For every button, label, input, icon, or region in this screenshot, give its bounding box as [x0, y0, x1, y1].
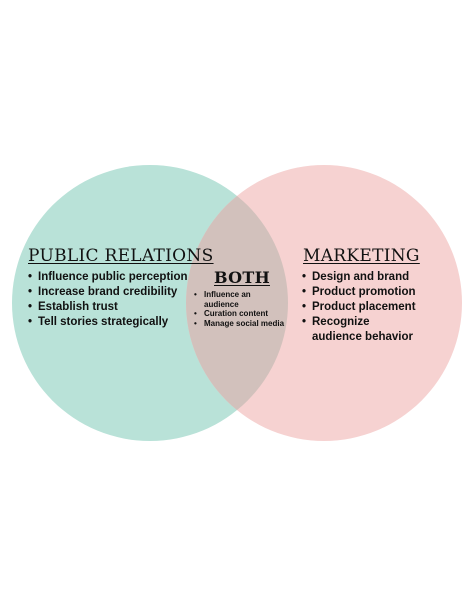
public-relations-list: Influence public perception Increase bra…	[28, 270, 188, 330]
overlap-region	[186, 165, 288, 441]
list-item: Tell stories strategically	[28, 315, 188, 330]
both-list: Influence an audience Curation content M…	[194, 290, 284, 328]
list-item: Curation content	[194, 309, 284, 319]
list-item: Product promotion	[302, 285, 422, 300]
marketing-title: MARKETING	[303, 246, 420, 266]
list-item: Manage social media	[194, 319, 284, 329]
list-item: Influence public perception	[28, 270, 188, 285]
list-item: Recognize audience behavior	[302, 315, 422, 345]
list-item: Increase brand credibility	[28, 285, 188, 300]
public-relations-title: PUBLIC RELATIONS	[28, 246, 214, 266]
list-item: Product placement	[302, 300, 422, 315]
list-item: Establish trust	[28, 300, 188, 315]
list-item: Design and brand	[302, 270, 422, 285]
marketing-list: Design and brand Product promotion Produ…	[302, 270, 422, 345]
list-item: Influence an audience	[194, 290, 270, 309]
both-title: BOTH	[214, 268, 270, 287]
